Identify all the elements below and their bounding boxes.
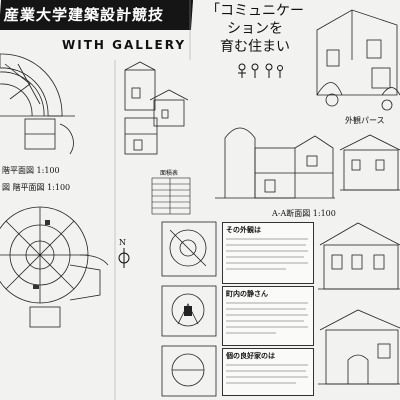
subtitle-line: ションを: [227, 21, 283, 37]
project-subtitle: 「コミュニケー ションを 育む住まい: [200, 2, 310, 56]
exterior-perspective-label: 外観パース: [345, 116, 385, 125]
with-gallery-heading: WITH GALLERY: [62, 38, 187, 52]
text-lines: [226, 364, 308, 384]
description-heading: その外観は: [226, 225, 261, 234]
exterior-perspective-drawing: [316, 9, 400, 111]
floor-plan-1-label: 階平面図 1:100: [2, 166, 60, 175]
north-arrow-icon: [118, 248, 130, 268]
north-arrow-label: N: [119, 238, 126, 247]
text-lines: [226, 238, 308, 270]
elevation-drawing-1: [339, 134, 400, 191]
subtitle-line: 育む住まい: [220, 39, 290, 55]
elevation-drawing-2: [318, 222, 400, 290]
floor-plan-2-label: 図 階平面図 1:100: [2, 183, 71, 192]
area-table-title: 面積表: [160, 170, 179, 177]
description-box-1: その外観は: [222, 222, 314, 284]
small-elevation-drawings: [124, 61, 158, 155]
section-drawing: [215, 127, 335, 199]
interior-sketch-1: [161, 221, 217, 277]
interior-sketch-3: [161, 345, 217, 397]
people-illustration: [238, 63, 283, 78]
section-label: A-A断面図 1:100: [272, 209, 336, 218]
interior-sketch-2: [161, 285, 217, 337]
radial-floor-plan-drawing: [0, 206, 109, 328]
description-heading: 個の良好家のは: [226, 351, 275, 360]
area-table: [151, 177, 191, 215]
description-heading: 町内の静さん: [226, 289, 268, 298]
house-sketch-small: [149, 89, 189, 127]
description-box-3: 個の良好家のは: [222, 348, 314, 396]
site-plan-drawing: [0, 53, 75, 155]
elevation-drawing-3: [318, 309, 400, 385]
description-box-2: 町内の静さん: [222, 286, 314, 346]
subtitle-line: 「コミュニケー: [206, 3, 304, 19]
text-lines: [226, 302, 308, 334]
